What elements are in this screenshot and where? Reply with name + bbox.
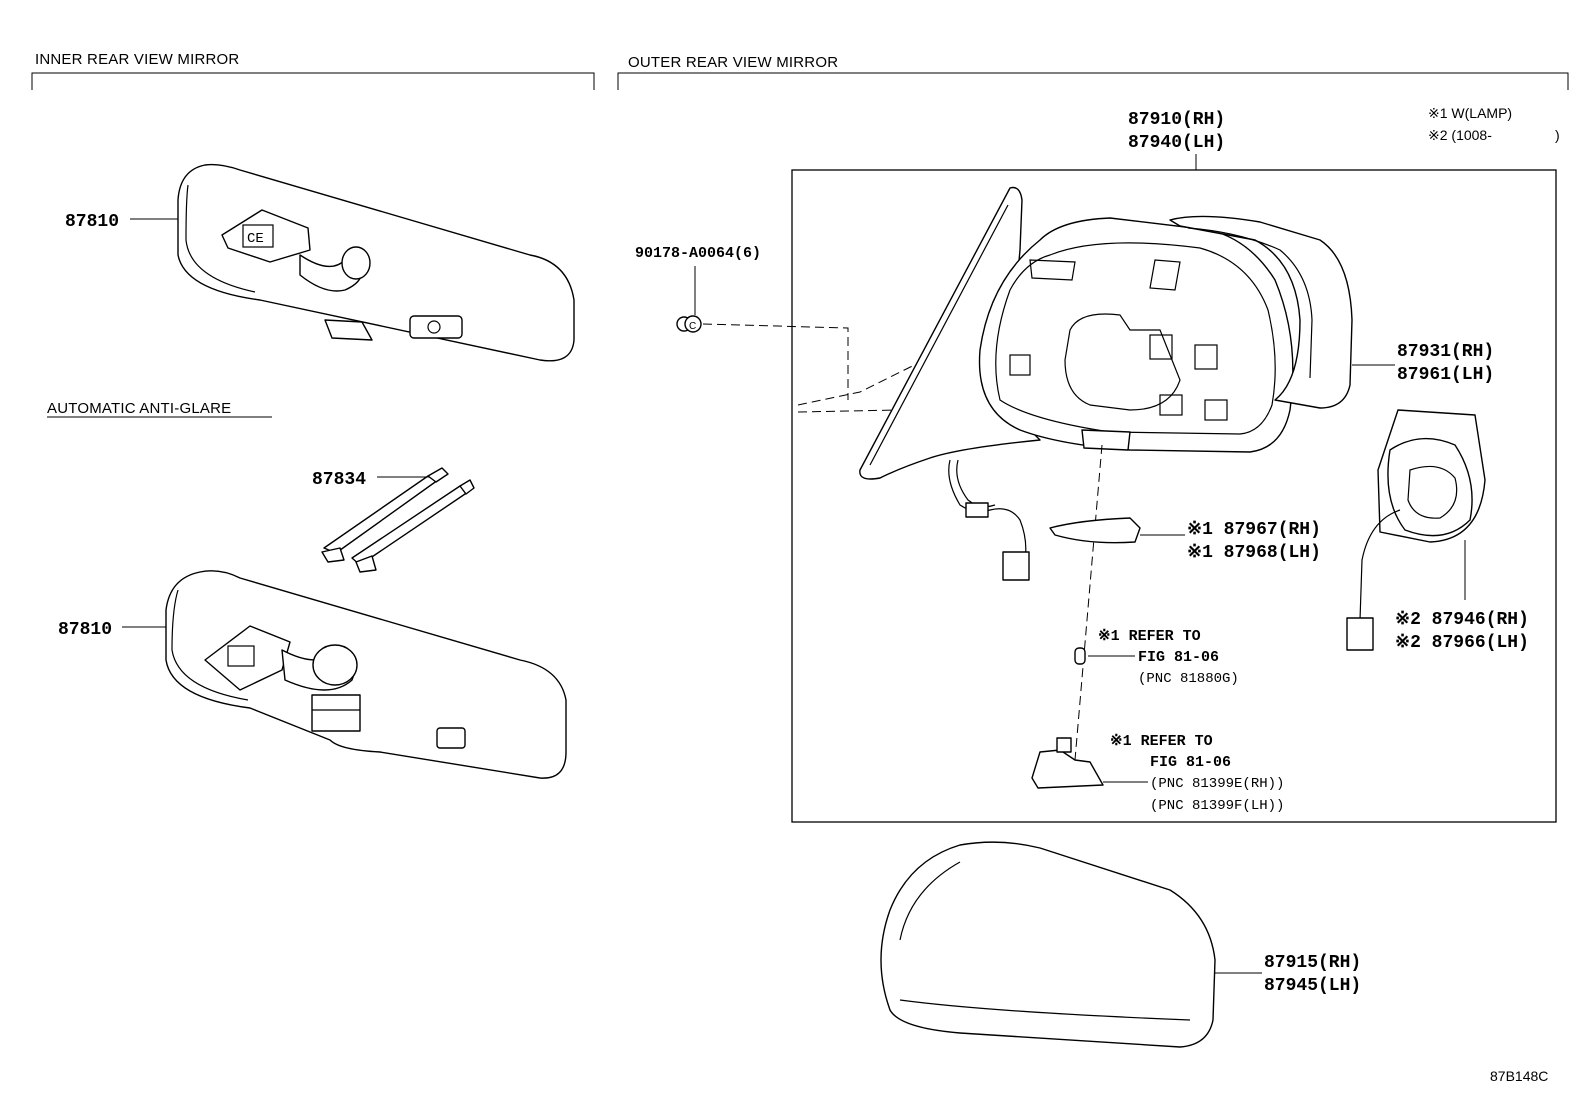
lamp-socket-illustration [1031, 737, 1104, 789]
note-date-close: ) [1555, 127, 1560, 143]
ref1-title: ※1 REFER TO [1098, 628, 1201, 645]
part-cover-rh: 87915(RH) [1264, 953, 1361, 973]
outer-mirror-harness-illustration [948, 459, 1030, 581]
part-screw: 90178-A0064(6) [635, 245, 761, 262]
section-bracket-inner [31, 72, 595, 90]
ref2-pnc-lh: (PNC 81399F(LH)) [1150, 798, 1284, 814]
ref1-pnc: (PNC 81880G) [1138, 671, 1239, 687]
part-inner-mirror-auto: 87810 [58, 620, 112, 640]
side-lamp-illustration [1049, 517, 1141, 544]
mirror-cover-illustration [880, 841, 1216, 1048]
part-lamp-rh: ※1 87967(RH) [1187, 520, 1321, 540]
mirror-motor-illustration [1346, 409, 1486, 651]
part-assembly-lh: 87940(LH) [1128, 133, 1225, 153]
section-title-outer: OUTER REAR VIEW MIRROR [628, 54, 838, 71]
ref2-pnc-rh: (PNC 81399E(RH)) [1150, 776, 1284, 792]
note-lamp: ※1 W(LAMP) [1428, 105, 1512, 121]
figure-code: 87B148C [1490, 1068, 1548, 1084]
note-date: ※2 (1008- [1428, 127, 1492, 143]
svg-text:C: C [689, 321, 696, 332]
part-cover-lh: 87945(LH) [1264, 976, 1361, 996]
dash-lamp [1074, 444, 1103, 761]
part-motor-rh: ※2 87946(RH) [1395, 610, 1529, 630]
part-mirror-glass-rh: 87931(RH) [1397, 342, 1494, 362]
svg-text:CE: CE [247, 231, 264, 247]
mirror-glass-illustration [1169, 215, 1353, 409]
part-mirror-glass-lh: 87961(LH) [1397, 365, 1494, 385]
section-title-auto-anti-glare: AUTOMATIC ANTI-GLARE [47, 400, 231, 417]
outer-mirror-housing-illustration [859, 186, 1294, 480]
part-assembly-rh: 87910(RH) [1128, 110, 1225, 130]
section-bracket-outer [617, 72, 1569, 90]
ref2-title: ※1 REFER TO [1110, 733, 1213, 750]
part-inner-mirror: 87810 [65, 212, 119, 232]
part-lamp-lh: ※1 87968(LH) [1187, 543, 1321, 563]
assembly-frame [791, 169, 1557, 823]
screw-illustration: C [676, 315, 702, 333]
clip-illustration [321, 467, 475, 573]
part-motor-lh: ※2 87966(LH) [1395, 633, 1529, 653]
bulb-illustration [1074, 647, 1086, 665]
inner-mirror-auto-illustration [165, 570, 567, 779]
section-title-inner: INNER REAR VIEW MIRROR [35, 51, 239, 68]
ref2-fig: FIG 81-06 [1150, 754, 1231, 771]
ref1-fig: FIG 81-06 [1138, 649, 1219, 666]
part-clip: 87834 [312, 470, 366, 490]
dash-screw-1 [702, 323, 849, 400]
inner-mirror-illustration: CE [177, 163, 575, 362]
